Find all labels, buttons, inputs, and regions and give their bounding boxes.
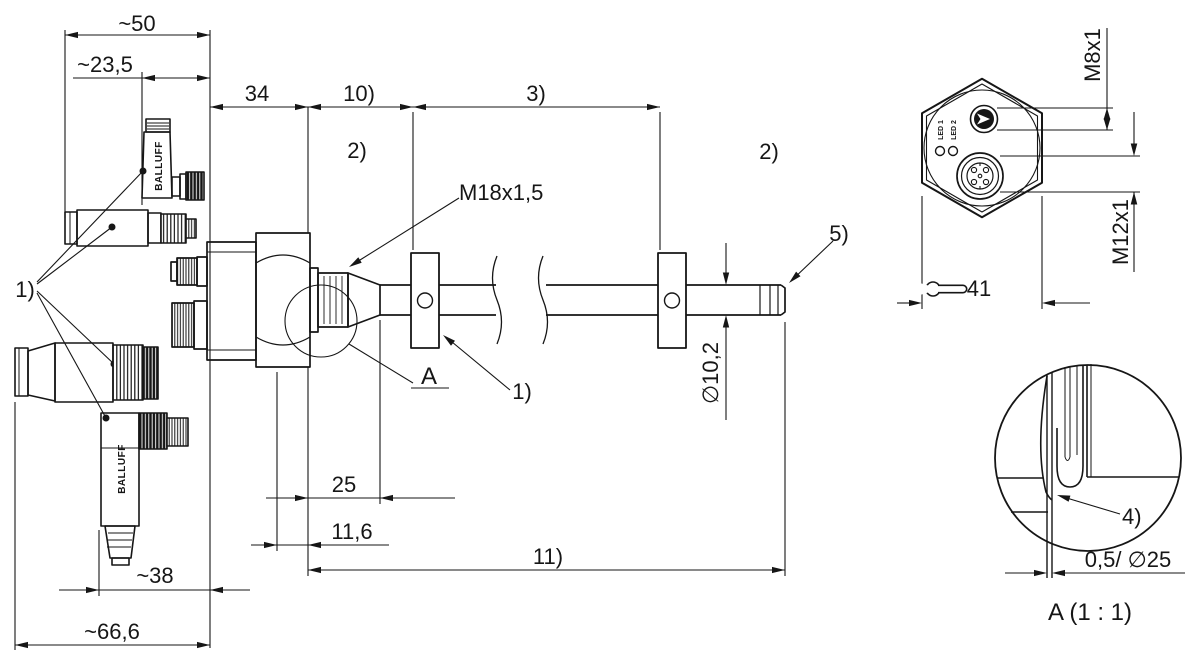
thread-m18-label: M18x1,5 — [459, 180, 543, 205]
thread-m8-label: M8x1 — [1080, 28, 1105, 82]
hex-nut-outline — [921, 77, 1043, 219]
dim-approx-50-label: ~50 — [118, 11, 155, 36]
mounting-bracket-1 — [410, 252, 440, 349]
wrench-icon — [920, 281, 968, 297]
m8-connector-face — [969, 104, 999, 134]
hex-nut-inner-outline — [925, 83, 1039, 213]
led2-label: LED 2 — [951, 120, 958, 140]
flange-profile — [1039, 375, 1053, 501]
brand-label-upper: BALLUFF — [154, 141, 165, 191]
sensor-body — [170, 232, 381, 368]
footnote-2-right: 2) — [759, 139, 779, 164]
dim-11-label: 11) — [533, 544, 563, 569]
detail-circle-a — [284, 284, 358, 358]
dim-approx-38-label: ~38 — [136, 563, 173, 588]
m12-connector-face — [956, 152, 1004, 200]
footnote-1-connectors: 1) — [15, 277, 35, 302]
sensor-m12-plug — [171, 300, 208, 350]
mounting-bracket-2 — [657, 252, 687, 349]
footnote-5-label: 5) — [829, 221, 849, 246]
detail-marker-a: A — [421, 363, 437, 390]
led-indicators — [934, 145, 959, 157]
probe-rod — [380, 284, 786, 316]
connector-straight-m12 — [14, 342, 159, 403]
footnote-2-left: 2) — [347, 138, 367, 163]
connector-angled-m8 — [141, 118, 205, 201]
dim-3-label: 3) — [526, 81, 546, 106]
break-symbol — [491, 255, 549, 345]
connector-straight-m8 — [64, 209, 197, 247]
dim-approx-66-6-label: ~66,6 — [84, 619, 140, 644]
sleeve-tip — [1056, 365, 1084, 488]
thread-m12-label: M12x1 — [1108, 199, 1133, 265]
sensor-m8-plug — [170, 256, 208, 287]
dim-approx-23-5-label: ~23,5 — [77, 52, 133, 77]
brand-label-lower: BALLUFF — [117, 444, 128, 494]
detail-a-view — [994, 364, 1182, 578]
end-view — [920, 77, 1043, 297]
labels: ~50 ~23,5 34 10) 3) 2) 2) M18x1,5 5) ∅10… — [15, 11, 1171, 644]
wrench-size-41-label: 41 — [967, 276, 991, 301]
dia-10-2-label: ∅10,2 — [698, 342, 723, 404]
main-view — [170, 232, 786, 368]
gap-dim-label: 0,5/ ∅25 — [1085, 547, 1171, 572]
footnote-1-bracket: 1) — [512, 379, 532, 404]
footnote-4-label: 4) — [1122, 504, 1142, 529]
detail-title: A (1 : 1) — [1048, 599, 1132, 626]
connector-angled-m12 — [100, 412, 189, 566]
dim-11-6-label: 11,6 — [331, 519, 372, 544]
accessory-connectors — [14, 118, 205, 566]
led1-label: LED 1 — [938, 120, 945, 140]
dim-34-label: 34 — [245, 81, 269, 106]
dim-25-label: 25 — [332, 472, 356, 497]
dim-10-label: 10) — [343, 81, 375, 106]
